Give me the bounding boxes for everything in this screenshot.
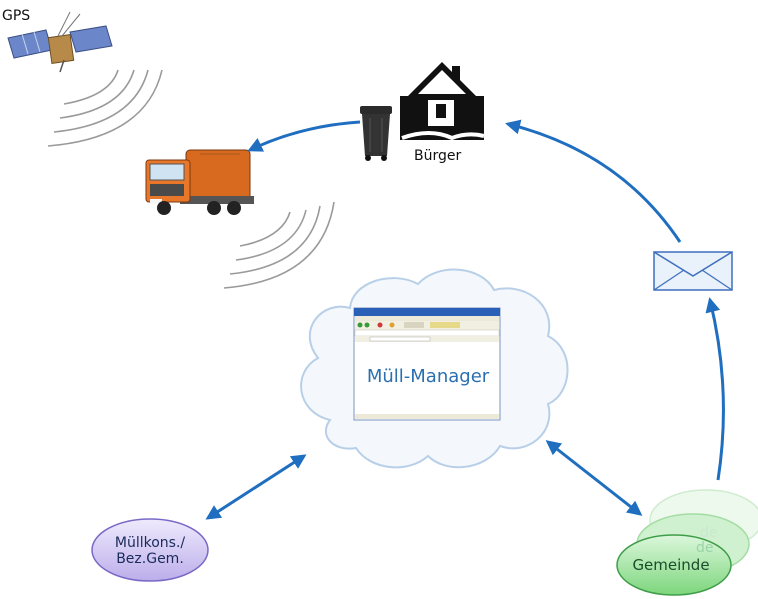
muellkons-line-1: Müllkons./ (114, 535, 186, 551)
muell-manager-title: Müll-Manager (366, 366, 490, 387)
gemeinde-ghost-label-1: de (700, 525, 718, 541)
muellkons-line-2: Bez.Gem. (116, 551, 184, 567)
gemeinde-label: Gemeinde (632, 556, 710, 574)
trash-bin-icon (360, 106, 392, 161)
muellkons-bubble (91, 518, 209, 582)
arrow-cloud-muellkons (205, 454, 307, 520)
browser-window-icon (353, 307, 501, 421)
signal-waves-icon (47, 69, 163, 147)
satellite-icon (7, 11, 113, 73)
garbage-truck-icon (145, 149, 254, 215)
arrow-buerger-to-truck (247, 120, 361, 152)
flow-arrows (205, 119, 725, 520)
arrow-cloud-gemeinde (545, 440, 643, 516)
buerger-label: Bürger (414, 148, 462, 164)
gemeinde-ghost-label-2: de (696, 540, 714, 556)
gps-label: GPS (2, 8, 31, 24)
arrow-gemeinde-to-envelope (705, 297, 725, 481)
signal-waves-icon-2 (223, 201, 335, 289)
envelope-icon (653, 251, 733, 291)
muellkons-label: Müllkons./ Bez.Gem. (92, 535, 208, 567)
gemeinde-bubbles (616, 489, 758, 596)
arrow-envelope-to-buerger (505, 119, 682, 243)
house-icon (400, 62, 485, 141)
